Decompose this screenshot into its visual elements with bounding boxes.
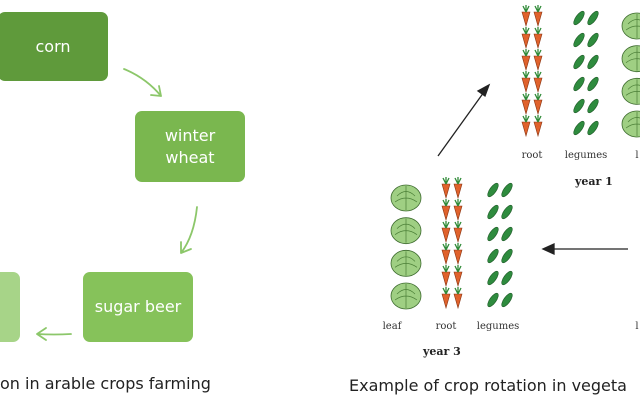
carrot-icon: [521, 5, 531, 28]
pea-pod-icon: [587, 32, 599, 48]
pea-pod-icon: [587, 54, 599, 70]
year1-crops: [521, 5, 640, 138]
arrow-year3-to-year1-head: [476, 83, 491, 98]
cabbage-icon: [390, 184, 422, 212]
arrow-to-year3-head: [541, 242, 555, 256]
pea-pod-icon: [501, 292, 513, 308]
next-year-label-partial: l: [635, 321, 639, 332]
year1-col1-label: root: [521, 150, 543, 161]
carrot-icon: [521, 115, 531, 138]
pea-pod-icon: [487, 204, 499, 220]
cabbage-icon: [390, 282, 422, 310]
carrot-icon: [453, 177, 463, 200]
pea-pod-icon: [501, 248, 513, 264]
year3-col3-label: legumes: [476, 321, 520, 332]
pea-pod-icon: [573, 120, 585, 136]
carrot-icon: [441, 199, 451, 222]
arrow-wheat-to-beet: [180, 206, 198, 254]
carrot-icon: [533, 115, 543, 138]
corn-box: corn: [0, 12, 108, 81]
year3-title: year 3: [423, 345, 461, 358]
carrot-icon: [441, 221, 451, 244]
pea-pod-icon: [587, 10, 599, 26]
year3-col1-label: leaf: [382, 321, 402, 332]
carrot-icon: [441, 243, 451, 266]
pea-pod-icon: [573, 54, 585, 70]
carrot-icon: [533, 27, 543, 50]
pea-pod-icon: [587, 120, 599, 136]
pea-pod-icon: [501, 182, 513, 198]
vegetable-caption: Example of crop rotation in vegeta: [349, 376, 627, 395]
pea-pod-icon: [501, 270, 513, 286]
pea-pod-icon: [501, 204, 513, 220]
cabbage-icon: [390, 217, 422, 245]
rotation-arrows: [437, 83, 628, 256]
cabbage-icon: [621, 77, 640, 105]
year1-col3-label: l: [635, 150, 639, 161]
carrot-icon: [521, 27, 531, 50]
carrot-icon: [453, 199, 463, 222]
year3-col2-label: root: [435, 321, 457, 332]
carrot-icon: [533, 5, 543, 28]
next-crop-box-partial: [0, 272, 20, 342]
pea-pod-icon: [587, 76, 599, 92]
pea-pod-icon: [587, 98, 599, 114]
pea-pod-icon: [573, 32, 585, 48]
pea-pod-icon: [487, 292, 499, 308]
year1-col2-label: legumes: [564, 150, 608, 161]
cabbage-icon: [621, 12, 640, 40]
carrot-icon: [533, 93, 543, 116]
carrot-icon: [521, 49, 531, 72]
winter-wheat-box: winter wheat: [135, 111, 245, 182]
sugar-beet-box: sugar beer: [83, 272, 193, 342]
carrot-icon: [521, 93, 531, 116]
year3-crops: [390, 177, 513, 310]
year1-title: year 1: [575, 175, 613, 188]
winter-wheat-label-line1: winter: [164, 125, 216, 145]
corn-label: corn: [35, 36, 71, 56]
carrot-icon: [533, 49, 543, 72]
cabbage-icon: [390, 249, 422, 277]
pea-pod-icon: [487, 182, 499, 198]
pea-pod-icon: [501, 226, 513, 242]
carrot-icon: [453, 287, 463, 310]
carrot-icon: [453, 265, 463, 288]
pea-pod-icon: [487, 226, 499, 242]
carrot-icon: [453, 243, 463, 266]
carrot-icon: [533, 71, 543, 94]
carrot-icon: [441, 177, 451, 200]
pea-pod-icon: [573, 76, 585, 92]
pea-pod-icon: [487, 270, 499, 286]
pea-pod-icon: [573, 10, 585, 26]
arrow-beet-to-next: [36, 327, 72, 341]
arrow-year3-to-year1: [437, 91, 485, 157]
carrot-icon: [441, 265, 451, 288]
pea-pod-icon: [487, 248, 499, 264]
carrot-icon: [521, 71, 531, 94]
winter-wheat-label-line2: wheat: [165, 147, 215, 167]
carrot-icon: [453, 221, 463, 244]
cabbage-icon: [621, 45, 640, 73]
arable-caption: on in arable crops farming: [0, 374, 211, 393]
cabbage-icon: [621, 110, 640, 138]
arrow-corn-to-wheat: [123, 68, 162, 97]
sugar-beet-label: sugar beer: [94, 297, 182, 316]
pea-pod-icon: [573, 98, 585, 114]
carrot-icon: [441, 287, 451, 310]
